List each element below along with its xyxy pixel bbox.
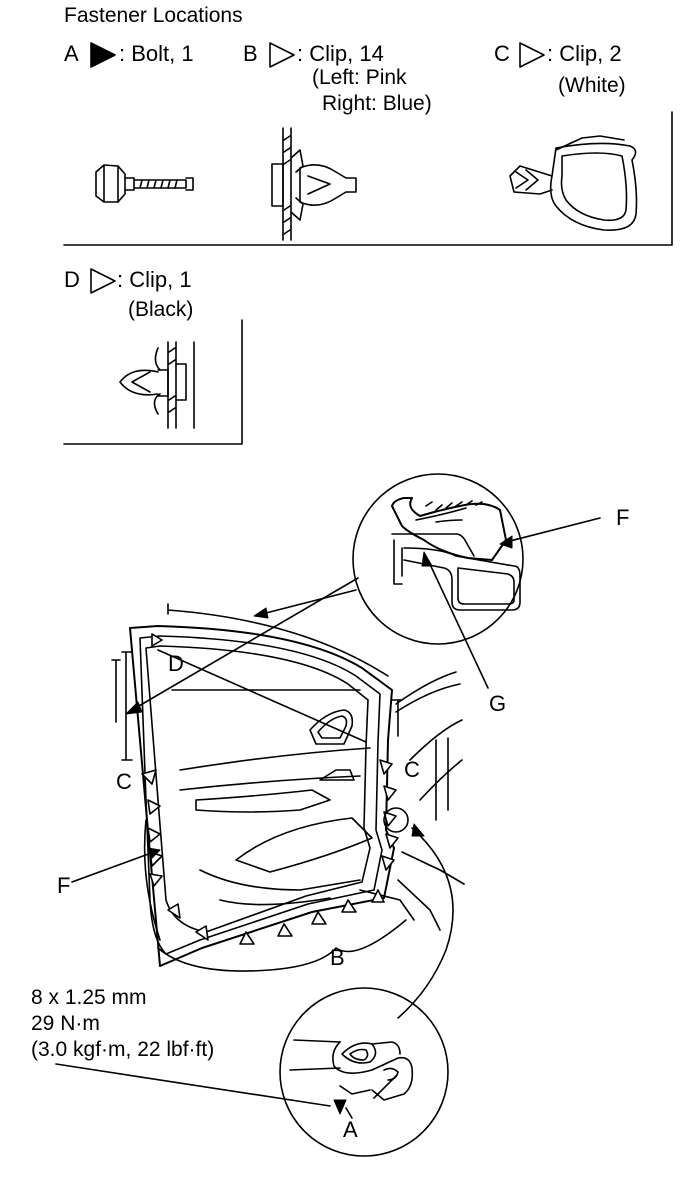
bracket-bottom-b [157, 919, 407, 972]
bolt-illustration [95, 164, 194, 203]
clip-symbol-d [90, 268, 116, 294]
page-title: Fastener Locations [64, 4, 243, 27]
door-trim-panel [179, 709, 373, 906]
callout-f-top: F [616, 505, 630, 530]
leader-f-top [505, 517, 601, 543]
legend-c-text: : Clip, 2 [547, 41, 622, 66]
leader-torque [55, 1063, 331, 1107]
legend-c-letter: C [494, 41, 510, 66]
bracket-left-c [111, 659, 121, 723]
leader-bolt-detail [397, 827, 454, 1019]
torque-alt: (3.0 kgf·m, 22 lbf·ft) [31, 1038, 215, 1061]
clip-d-illustration [119, 341, 195, 429]
body-pillar [359, 671, 465, 931]
bracket-left-b [143, 819, 161, 941]
clip-symbol-b [269, 42, 295, 68]
legend-b-letter: B [243, 41, 258, 66]
legend-panel-d-border [63, 319, 243, 445]
torque-value: 29 N·m [31, 1012, 100, 1035]
leader-f-left [71, 851, 155, 883]
callout-g: G [489, 691, 507, 716]
callout-a: A [343, 1117, 358, 1142]
door-frame [129, 625, 395, 967]
bolt-location-circle [383, 807, 409, 833]
callout-d: D [168, 651, 184, 676]
legend-d-note1: (Black) [128, 298, 194, 321]
detail-circle-seal [352, 473, 524, 645]
bracket-left-d [121, 651, 133, 761]
bolt-symbol-filled [90, 42, 116, 68]
detail-circle-bolt [279, 987, 449, 1157]
legend-c-note1: (White) [558, 74, 626, 97]
clip-markers [141, 633, 399, 945]
leader-g [427, 559, 489, 689]
legend-a-text: : Bolt, 1 [119, 41, 194, 66]
callout-f-left: F [57, 873, 71, 898]
legend-b-note1: (Left: Pink [312, 66, 407, 89]
bracket-right-c [391, 699, 403, 737]
bolt-marker-a [333, 1099, 347, 1115]
legend-d-text: : Clip, 1 [117, 267, 192, 292]
clip-b-illustration [271, 127, 357, 241]
callout-c-right: C [404, 757, 420, 782]
legend-b-note2: Right: Blue) [322, 92, 432, 115]
clip-c-illustration [509, 135, 638, 231]
arrow-detail-to-door-1 [131, 577, 359, 711]
clip-symbol-c [519, 42, 545, 68]
torque-size: 8 x 1.25 mm [31, 986, 147, 1009]
legend-a-letter: A [64, 41, 79, 66]
legend-panel-top-border [63, 111, 673, 246]
bracket-top-d [167, 603, 389, 677]
callout-c-left: C [116, 769, 132, 794]
legend-b-text: : Clip, 14 [297, 41, 384, 66]
arrow-detail-to-door-2 [261, 589, 357, 615]
callout-b: B [330, 945, 345, 970]
legend-d-letter: D [64, 267, 80, 292]
